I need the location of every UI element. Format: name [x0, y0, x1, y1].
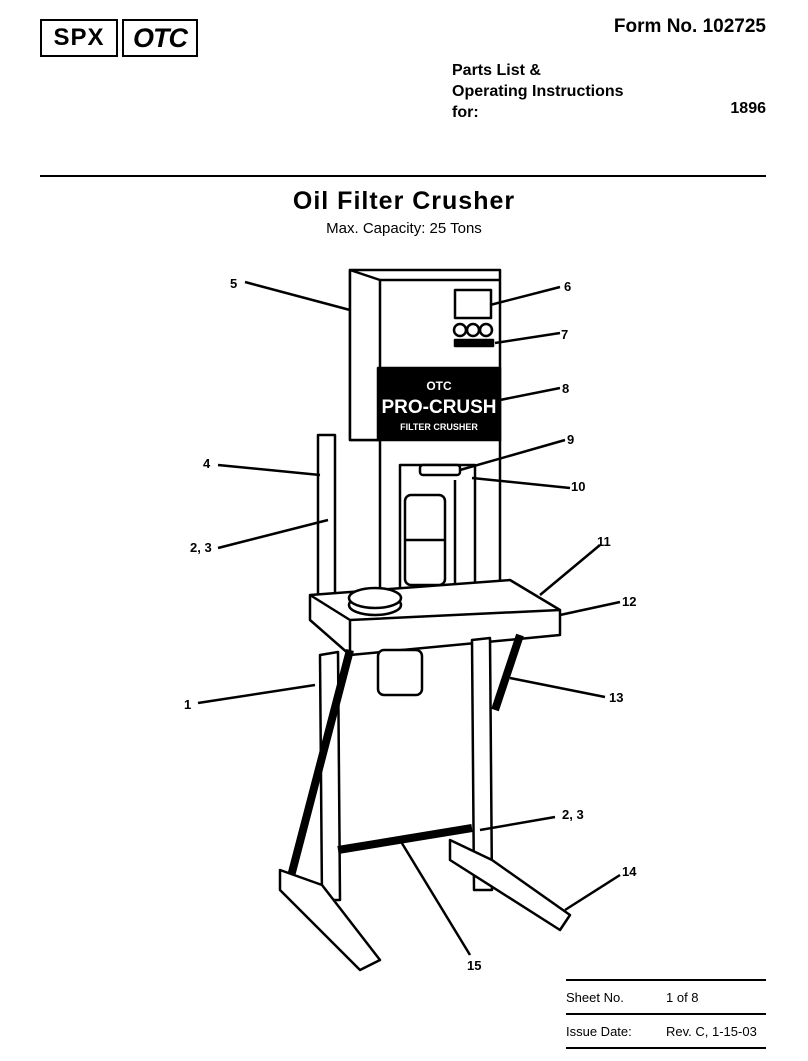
sheet-row: Sheet No. 1 of 8: [566, 979, 766, 1013]
sheet-value: 1 of 8: [666, 989, 699, 1005]
handle: [418, 463, 462, 477]
header-divider: [40, 175, 766, 177]
document-title: Oil Filter Crusher: [292, 187, 516, 215]
form-number: Form No. 102725: [613, 16, 766, 37]
right-leg: [470, 636, 494, 892]
callout-12: 12: [622, 594, 637, 609]
sheet-label: Sheet No.: [566, 989, 624, 1005]
banner-name: PRO-CRUSH: [381, 397, 496, 418]
callout-2-3-bottom: 2, 3: [562, 807, 584, 822]
callout-5: 5: [230, 276, 238, 291]
cross-bar: [337, 824, 473, 854]
callout-2-3-top: 2, 3: [190, 540, 212, 555]
parts-line-2: Operating Instructions: [452, 83, 624, 100]
right-foot: [448, 838, 572, 932]
callout-15: 15: [467, 958, 482, 973]
callout-11: 11: [597, 534, 611, 549]
callout-6: 6: [564, 279, 572, 294]
issue-label: Issue Date:: [566, 1023, 632, 1039]
spx-logo: SPX: [40, 19, 118, 57]
callout-9: 9: [567, 432, 575, 447]
callout-10: 10: [571, 479, 586, 494]
cylinder: [376, 648, 424, 697]
parts-line-1: Parts List &: [452, 62, 541, 79]
model-number: 1896: [730, 100, 766, 117]
logo: SPX OTC: [40, 19, 198, 57]
callout-7: 7: [561, 327, 569, 342]
banner-brand: OTC: [426, 379, 452, 393]
issue-value: Rev. C, 1-15-03: [666, 1023, 757, 1039]
document-subtitle: Max. Capacity: 25 Tons: [326, 220, 482, 237]
banner: [376, 366, 502, 442]
banner-sub: FILTER CRUSHER: [400, 422, 478, 432]
otc-logo: OTC: [122, 19, 198, 57]
issue-row: Issue Date: Rev. C, 1-15-03: [566, 1013, 766, 1049]
display-screen: [453, 288, 493, 320]
callout-13: 13: [609, 690, 624, 705]
back-post: [316, 433, 337, 597]
callout-1: 1: [184, 697, 192, 712]
left-foot: [278, 868, 382, 972]
parts-list-heading: Parts List & Operating Instructions for:: [452, 60, 624, 123]
sheet-info-table: Sheet No. 1 of 8 Issue Date: Rev. C, 1-1…: [566, 979, 766, 1049]
crusher-diagram: OTC PRO-CRUSH FILTER CRUSHER: [197, 268, 621, 972]
callout-4: 4: [203, 456, 211, 471]
callout-8: 8: [562, 381, 570, 396]
cabinet-side: [348, 268, 382, 442]
parts-line-3: for:: [452, 104, 479, 121]
callout-14: 14: [622, 864, 637, 879]
